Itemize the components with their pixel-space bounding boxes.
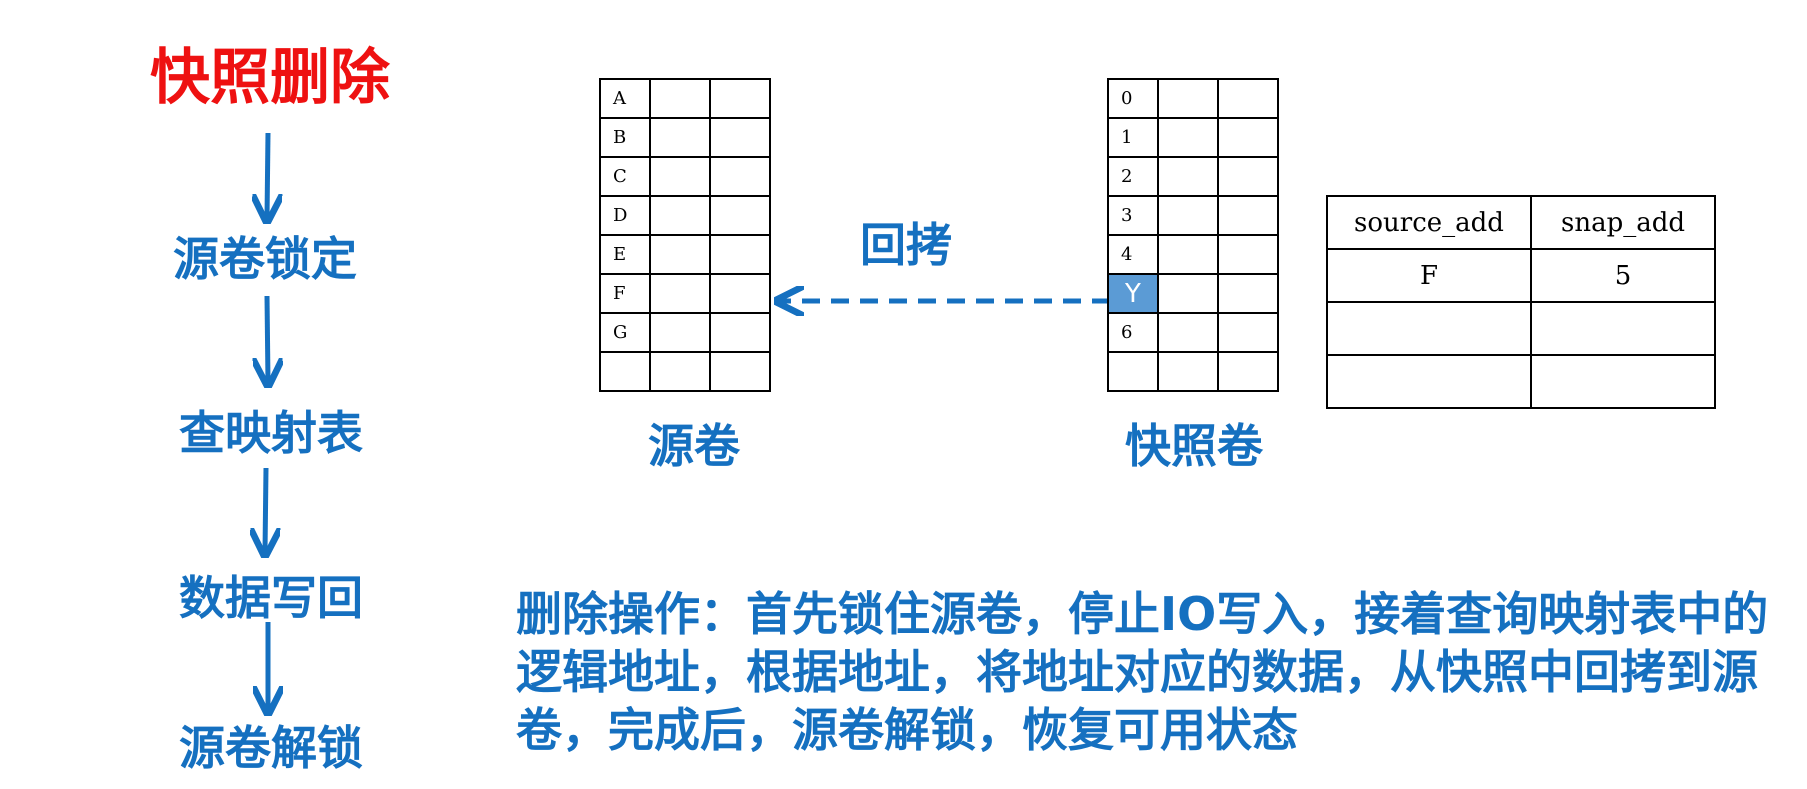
source-volume-block-cell <box>709 78 771 119</box>
snapshot-volume-block-cell <box>1217 156 1279 197</box>
mapping-table-cell <box>1326 301 1532 356</box>
snapshot-volume-block-row: 2 <box>1107 156 1279 197</box>
snapshot-volume-block-row <box>1107 351 1279 392</box>
source-volume-block-row <box>599 351 771 392</box>
snapshot-volume-block-cell <box>1157 156 1219 197</box>
mapping-table-cell: 5 <box>1530 248 1716 303</box>
snapshot-volume-block-label: 4 <box>1107 234 1159 275</box>
flow-arrow-2 <box>267 295 268 382</box>
source-volume-block-cell <box>649 234 711 275</box>
source-volume-block-cell <box>709 234 771 275</box>
snapshot-volume-block-row: 0 <box>1107 78 1279 119</box>
snapshot-volume-block-cell <box>1157 234 1219 275</box>
snapshot-volume-block-row: 3 <box>1107 195 1279 236</box>
source-volume-block-row: D <box>599 195 771 236</box>
source-volume-block-cell <box>649 117 711 158</box>
copy-back-label: 回拷 <box>860 218 952 272</box>
snapshot-volume-block-cell <box>1217 117 1279 158</box>
snapshot-volume-block-label: 6 <box>1107 312 1159 353</box>
mapping-table-cell <box>1530 354 1716 409</box>
source-volume-block-cell <box>709 312 771 353</box>
mapping-table-cell <box>1530 301 1716 356</box>
snapshot-volume-block-row: 6 <box>1107 312 1279 353</box>
source-volume-block-cell <box>709 195 771 236</box>
source-volume-block-label: A <box>599 78 651 119</box>
source-volume-block-row: B <box>599 117 771 158</box>
snapshot-volume-block-cell <box>1157 195 1219 236</box>
snapshot-volume-block-row: 4 <box>1107 234 1279 275</box>
source-volume-block-cell <box>649 78 711 119</box>
source-volume-block-label: D <box>599 195 651 236</box>
flow-arrow-3 <box>265 467 266 552</box>
snapshot-volume-block-label <box>1107 351 1159 392</box>
snapshot-volume-block-cell <box>1217 78 1279 119</box>
source-volume-block-label: G <box>599 312 651 353</box>
source-volume-block-row: E <box>599 234 771 275</box>
snapshot-volume-block-label: Y <box>1107 273 1159 314</box>
source-volume-block-cell <box>649 312 711 353</box>
source-volume-block-cell <box>709 117 771 158</box>
snapshot-volume-block-cell <box>1157 312 1219 353</box>
source-volume-block-cell <box>649 351 711 392</box>
mapping-table-header: source_add <box>1326 195 1532 250</box>
source-volume-block-row: G <box>599 312 771 353</box>
mapping-table-cell: F <box>1326 248 1532 303</box>
source-volume-block-row: A <box>599 78 771 119</box>
snapshot-volume-block-cell <box>1157 78 1219 119</box>
source-volume-block-cell <box>649 273 711 314</box>
source-volume-block-label: E <box>599 234 651 275</box>
snapshot-volume-block-cell <box>1217 195 1279 236</box>
source-volume-block-label: B <box>599 117 651 158</box>
flow-step-write-back: 数据写回 <box>179 571 363 625</box>
flow-arrow-1 <box>267 132 268 218</box>
source-volume-label: 源卷 <box>648 419 740 473</box>
source-volume-block-cell <box>649 156 711 197</box>
mapping-table-row <box>1326 354 1716 409</box>
source-volume-block-cell <box>649 195 711 236</box>
source-volume-block-label: C <box>599 156 651 197</box>
source-volume-block-cell <box>709 351 771 392</box>
mapping-table-header: snap_add <box>1530 195 1716 250</box>
flow-step-unlock-source: 源卷解锁 <box>179 721 363 775</box>
mapping-table-cell <box>1326 354 1532 409</box>
flow-step-lock-source: 源卷锁定 <box>173 232 357 286</box>
snapshot-volume-label: 快照卷 <box>1125 419 1263 473</box>
source-volume-block-label: F <box>599 273 651 314</box>
source-volume-block-row: C <box>599 156 771 197</box>
source-volume-block-cell <box>709 273 771 314</box>
snapshot-volume-block-label: 2 <box>1107 156 1159 197</box>
description-text: 删除操作：首先锁住源卷，停止IO写入，接着查询映射表中的逻辑地址，根据地址，将地… <box>516 587 1769 757</box>
flow-step-lookup-map: 查映射表 <box>179 406 363 460</box>
source-volume-block-cell <box>709 156 771 197</box>
snapshot-volume-block-cell <box>1217 312 1279 353</box>
snapshot-volume-block-cell <box>1157 351 1219 392</box>
snapshot-volume-block-cell <box>1217 234 1279 275</box>
snapshot-volume-block-label: 3 <box>1107 195 1159 236</box>
source-volume-block-label <box>599 351 651 392</box>
snapshot-volume-block-label: 0 <box>1107 78 1159 119</box>
snapshot-volume-block-label: 1 <box>1107 117 1159 158</box>
snapshot-volume-block-cell <box>1217 273 1279 314</box>
flow-title: 快照删除 <box>150 43 390 113</box>
snapshot-volume-block-row: 1 <box>1107 117 1279 158</box>
snapshot-volume-block-cell <box>1217 351 1279 392</box>
snapshot-volume-block-row: Y <box>1107 273 1279 314</box>
mapping-table-row <box>1326 301 1716 356</box>
source-volume-block-row: F <box>599 273 771 314</box>
snapshot-volume-block-cell <box>1157 117 1219 158</box>
snapshot-volume-block-cell <box>1157 273 1219 314</box>
